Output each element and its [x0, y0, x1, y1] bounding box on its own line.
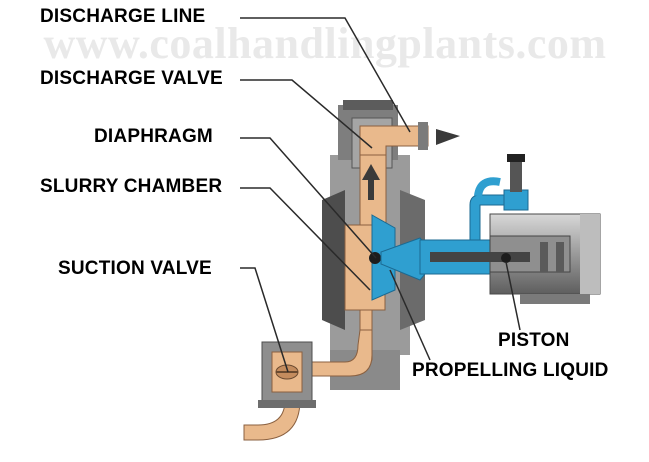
label-discharge-line: DISCHARGE LINE	[40, 6, 206, 27]
leader-propelling-liquid	[389, 269, 431, 361]
label-suction-valve: SUCTION VALVE	[58, 258, 212, 279]
leader-discharge-line	[240, 17, 411, 133]
label-discharge-valve: DISCHARGE VALVE	[40, 68, 223, 89]
arrow-right-icon	[436, 129, 460, 145]
leader-suction-valve	[240, 267, 289, 373]
leader-lines	[240, 17, 521, 373]
arrow-up-icon	[362, 164, 380, 200]
label-propelling-liquid: PROPELLING LIQUID	[412, 360, 609, 381]
label-slurry-chamber: SLURRY CHAMBER	[40, 176, 223, 197]
watermark-text: www.coalhandlingplants.com	[43, 19, 607, 68]
piston-cylinder	[430, 213, 601, 304]
suction-valve-housing	[258, 341, 316, 408]
diaphragm	[369, 214, 431, 301]
leader-discharge-valve	[240, 79, 373, 149]
leader-piston	[505, 261, 521, 331]
discharge-flange	[418, 122, 428, 150]
label-diaphragm: DIAPHRAGM	[94, 126, 213, 147]
label-piston: PISTON	[498, 330, 570, 351]
leader-diaphragm	[240, 137, 377, 259]
leader-slurry-chamber	[240, 187, 371, 291]
suction-pipe	[243, 329, 373, 441]
